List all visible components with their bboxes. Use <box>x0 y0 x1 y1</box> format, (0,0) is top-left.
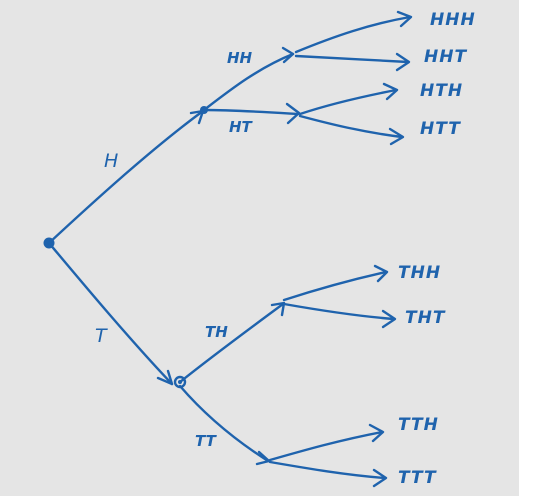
arrowhead-tt <box>255 450 271 466</box>
branch-label-h: H <box>104 150 118 172</box>
arrowhead-hhh <box>396 10 413 28</box>
branch-label-t: T <box>95 325 108 347</box>
arrowhead-hth <box>382 82 399 101</box>
edge-tt-to-ttt <box>268 460 387 480</box>
edge-t-to-th <box>178 302 285 384</box>
edge-th-to-thh <box>282 270 388 302</box>
arrowhead-tth <box>368 423 385 443</box>
outcome-ttt: TTT <box>398 468 437 488</box>
edge-hh-to-hhh <box>294 15 412 54</box>
arrowhead-ht <box>285 102 301 125</box>
outcome-htt: HTT <box>420 119 461 139</box>
edge-hh-to-hht <box>294 54 410 64</box>
edge-h-to-ht <box>202 108 300 116</box>
edge-ht-to-htt <box>298 114 404 139</box>
arrowhead-hh <box>281 46 295 64</box>
edge-root-to-h <box>47 109 205 245</box>
arrowhead-tht <box>381 309 397 329</box>
node-label-hh: HH <box>227 49 253 67</box>
right-margin-strip <box>519 0 541 496</box>
edge-th-to-tht <box>282 302 396 321</box>
edge-h-to-hh <box>202 52 295 112</box>
node-label-tt: TT <box>195 432 218 450</box>
arrowhead-ttt <box>372 468 388 488</box>
node-label-ht: HT <box>229 118 254 136</box>
outcome-tth: TTH <box>398 415 439 435</box>
outcome-hht: HHT <box>424 47 467 67</box>
outcome-thh: THH <box>398 263 441 283</box>
edge-tt-to-tth <box>268 430 384 462</box>
edge-root-to-t <box>47 241 174 386</box>
arrowhead-htt <box>388 127 405 146</box>
edge-ht-to-hth <box>298 88 398 116</box>
arrowhead-thh <box>373 264 389 283</box>
arrowhead-t <box>156 369 174 386</box>
outcome-hhh: HHH <box>430 10 476 30</box>
node-label-th: TH <box>205 323 228 341</box>
outcome-tht: THT <box>405 308 446 328</box>
edge-t-to-tt <box>178 384 270 463</box>
arrowhead-hht <box>395 52 411 72</box>
outcome-hth: HTH <box>420 81 463 101</box>
